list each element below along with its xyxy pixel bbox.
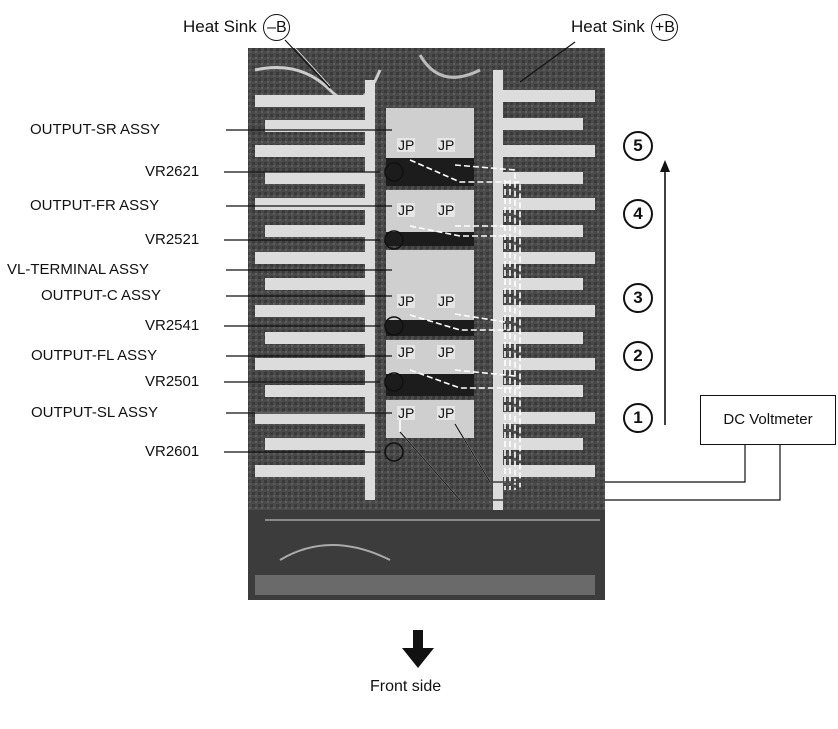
step-4: 4 [623, 199, 653, 229]
jp-minus-sr: JP [437, 138, 455, 152]
step-3: 3 [623, 283, 653, 313]
jp-minus-fr: JP [437, 203, 455, 217]
dc-voltmeter-label: DC Voltmeter [701, 396, 835, 444]
label-output-sl-assy: OUTPUT-SL ASSY [31, 404, 158, 422]
label-vr2541: VR2541 [145, 317, 199, 335]
jp-plus-sr: JP [397, 138, 415, 152]
label-vr2521: VR2521 [145, 231, 199, 249]
front-side-arrow [402, 630, 434, 668]
front-side-label: Front side [370, 678, 441, 696]
step-1: 1 [623, 403, 653, 433]
jp-minus-sl: JP [437, 406, 455, 420]
label-output-fr-assy: OUTPUT-FR ASSY [30, 197, 159, 215]
label-output-sr-assy: OUTPUT-SR ASSY [30, 121, 160, 139]
label-vr2621: VR2621 [145, 163, 199, 181]
heat-sink-minus-b-label: Heat Sink –B [183, 14, 290, 41]
jp-plus-fr: JP [397, 203, 415, 217]
jp-plus-sl: JP [397, 406, 415, 420]
dc-voltmeter-box: DC Voltmeter [700, 395, 836, 445]
jp-plus-fl: JP [397, 345, 415, 359]
minus-b-symbol: –B [263, 14, 290, 41]
heat-sink-plus-b-label: Heat Sink +B [571, 14, 678, 41]
label-vr2501: VR2501 [145, 373, 199, 391]
label-output-fl-assy: OUTPUT-FL ASSY [31, 347, 157, 365]
label-vl-terminal-assy: VL-TERMINAL ASSY [7, 261, 149, 279]
label-output-c-assy: OUTPUT-C ASSY [41, 287, 161, 305]
label-vr2601: VR2601 [145, 443, 199, 461]
jp-minus-fl: JP [437, 345, 455, 359]
jp-plus-c: JP [397, 294, 415, 308]
plus-b-symbol: +B [651, 14, 678, 41]
jp-minus-c: JP [437, 294, 455, 308]
step-5: 5 [623, 131, 653, 161]
step-2: 2 [623, 341, 653, 371]
